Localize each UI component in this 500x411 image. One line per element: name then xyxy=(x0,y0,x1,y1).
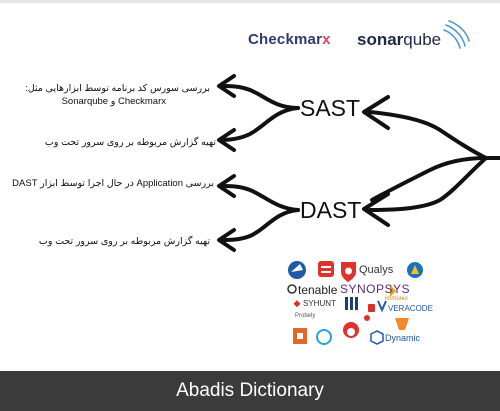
synopsys-logo-text: SYNOPSYS xyxy=(340,282,411,296)
dast-note-analysis: بررسی Application در حال اجرا توسط ابزار… xyxy=(12,178,214,189)
dast-note-report: تهیه گزارش مربوطه بر روی سرور تحت وب xyxy=(38,236,210,247)
sonar-wave-2 xyxy=(445,24,466,47)
sast-note-line-1: بررسی سورس کد برنامه توسط ابزارهایی مثل: xyxy=(25,83,210,94)
footer-title: Abadis Dictionary xyxy=(176,380,324,401)
sast-label: SAST xyxy=(300,95,361,121)
dast-label: DAST xyxy=(300,197,362,223)
immunio-logo-text: immunio xyxy=(385,296,408,302)
sonarqube-logo-qube: qube xyxy=(403,30,442,49)
vendor-bars-icon xyxy=(345,297,348,310)
trunk-to-sast xyxy=(368,110,488,160)
trunk-to-dast xyxy=(368,156,488,212)
diagram-canvas: Checkmarx sonarqube SAST DAST بررسی سورس… xyxy=(12,20,500,345)
vendor-wave-logo xyxy=(316,329,332,345)
dast-arrow-upper xyxy=(217,174,236,198)
dast-arrowhead xyxy=(362,192,390,227)
sast-arrow-upper xyxy=(217,74,236,98)
top-rule xyxy=(0,0,500,3)
veracode-logo-text: VERACODE xyxy=(388,304,433,313)
sast-arrowhead xyxy=(362,95,390,130)
vendor-bag-icon xyxy=(368,304,375,312)
tenable-logo-text: tenable xyxy=(298,283,338,297)
dast-branch-upper xyxy=(218,184,300,212)
dynamic-cube-icon xyxy=(370,330,384,345)
vendor-small-dots-logo xyxy=(364,315,370,321)
syhunt-icon xyxy=(293,300,301,308)
sast-note-report: تهیه گزارش مربوطه بر روی سرور تحت وب xyxy=(44,137,216,148)
dast-branch-lower xyxy=(218,208,300,242)
sast-arrow-lower xyxy=(217,128,236,152)
footer-bar: Abadis Dictionary xyxy=(0,371,500,411)
vendor-b-icon xyxy=(395,318,409,330)
tree-lines xyxy=(217,20,500,345)
sast-branch-lower xyxy=(218,106,300,142)
sonarqube-logo-sonar: sonar xyxy=(357,30,404,49)
qualys-logo-text: Qualys xyxy=(359,264,394,276)
checkmarx-logo-text: Checkmar xyxy=(248,31,323,48)
sonar-wave-3 xyxy=(448,20,470,42)
dynamic-logo-text: Dynamic xyxy=(385,333,421,343)
veracode-v-icon xyxy=(377,300,387,313)
trunk-line xyxy=(370,156,500,202)
probely-logo-text: Probely xyxy=(295,313,316,319)
tenable-icon xyxy=(287,284,297,294)
immunio-icon xyxy=(390,285,396,297)
sonar-wave-1 xyxy=(443,29,461,49)
sast-note-line-2: Checkmarx و Sonarqube xyxy=(61,96,166,107)
vendor-red-mark xyxy=(318,261,334,277)
dast-arrow-lower xyxy=(217,228,236,252)
syhunt-logo-text: SYHUNT xyxy=(303,299,336,308)
sast-branch-upper xyxy=(218,84,300,110)
sonarqube-logo: sonarqube xyxy=(357,30,441,50)
vendor-logos xyxy=(287,261,423,345)
checkmarx-logo: Checkmarx xyxy=(248,31,331,48)
checkmarx-logo-x: x xyxy=(322,31,331,48)
